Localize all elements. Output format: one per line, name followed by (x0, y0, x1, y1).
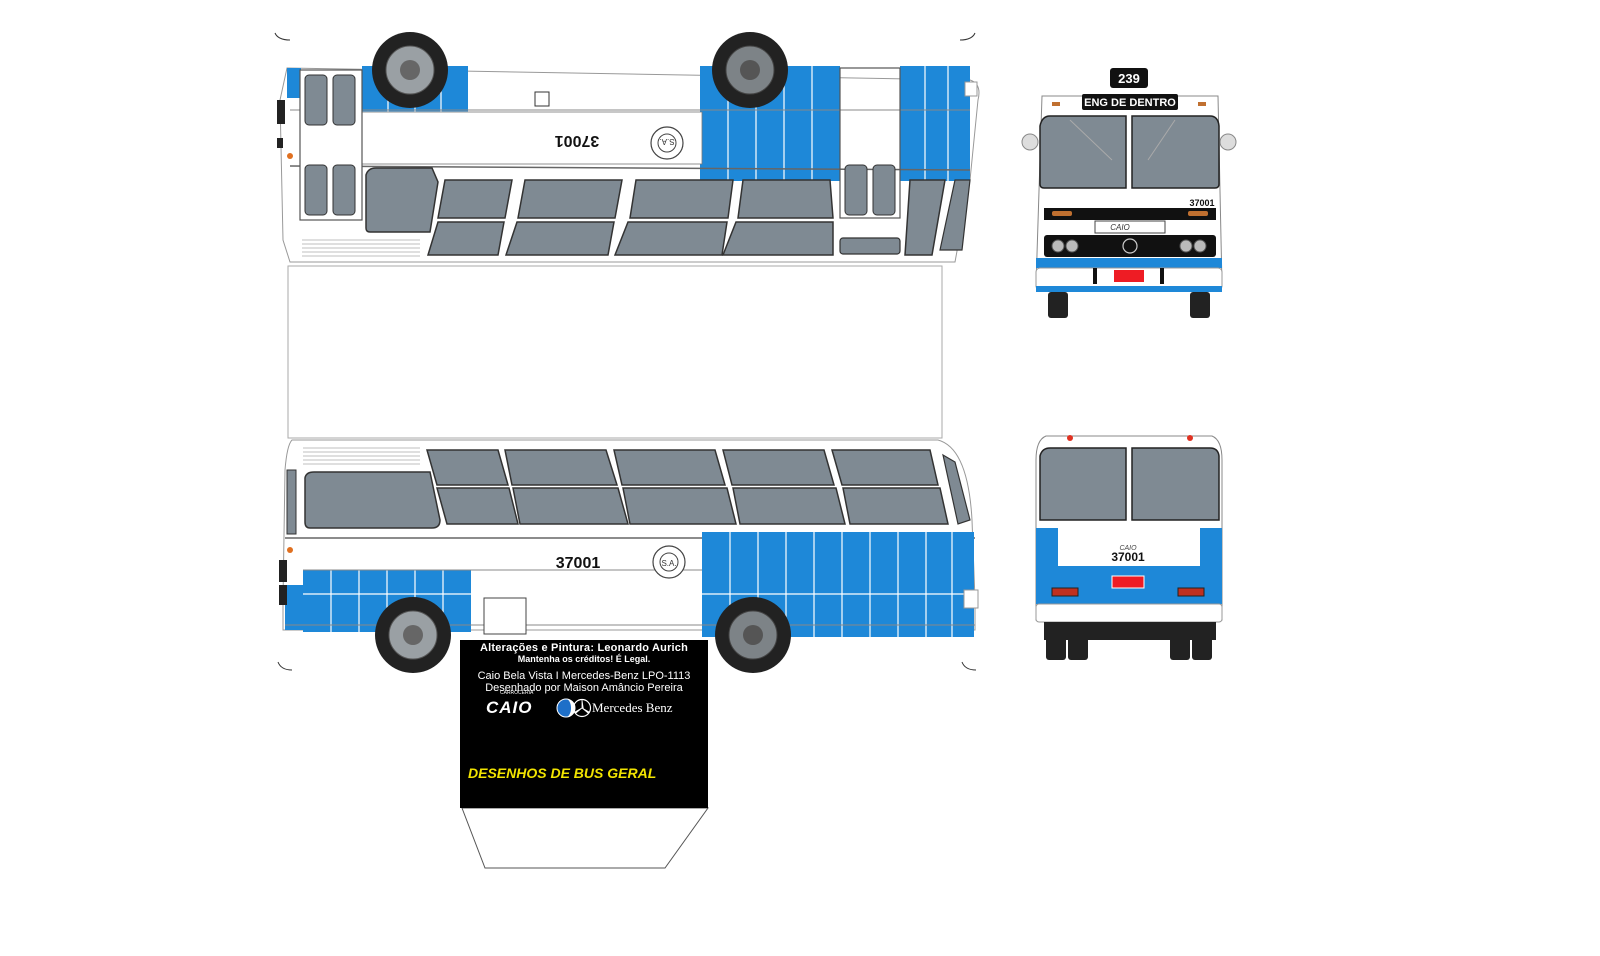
bottom-flap (461, 807, 709, 869)
brand-logos: CARROCERIA CAIO Mercedes Benz (480, 690, 700, 720)
bus-side-right: S.A. 37001 (277, 439, 979, 673)
route-number: 239 (1118, 71, 1140, 86)
credit-line-2: Mantenha os créditos! É Legal. (517, 654, 651, 664)
wheel-icon (372, 32, 448, 108)
bus-side-left: S.A. 37001 (274, 32, 980, 263)
mercedes-star-icon (572, 698, 592, 718)
bus-rear-view: CAIO 37001 (1035, 435, 1223, 660)
company-seal-top: S.A. (659, 137, 674, 146)
rear-fleet-number: 37001 (1111, 550, 1145, 564)
credit-line-4: Desenhado por Maison Amâncio Pereira (485, 682, 683, 694)
credit-line-1: Alterações e Pintura: Leonardo Aurich (479, 642, 689, 654)
globe-icon (556, 698, 576, 718)
fleet-number-top: 37001 (555, 132, 600, 149)
credit-line-3: Caio Bela Vista I Mercedes-Benz LPO-1113 (477, 670, 691, 682)
fleet-number-bottom: 37001 (556, 555, 601, 572)
front-brand: CAIO (1110, 223, 1130, 232)
front-fleet-number: 37001 (1189, 198, 1214, 208)
wheel-icon (712, 32, 788, 108)
credits-panel: Alterações e Pintura: Leonardo Aurich Ma… (460, 640, 708, 808)
wheel-icon (715, 597, 791, 673)
wheel-icon (375, 597, 451, 673)
caio-small-text: CARROCERIA (500, 690, 534, 696)
roof-panel (287, 265, 943, 439)
company-seal-bottom: S.A. (661, 559, 676, 568)
bus-front-view: 239 ENG DE DENTRO 37001 CAIO (1021, 68, 1237, 318)
destination-sign: ENG DE DENTRO (1084, 97, 1176, 109)
footer-title: DESENHOS DE BUS GERAL (468, 765, 657, 781)
mercedes-star-icon (1122, 238, 1138, 254)
mercedes-label: Mercedes Benz (592, 700, 673, 715)
rear-brand: CAIO (1119, 545, 1137, 552)
caio-logo: CAIO (486, 698, 533, 717)
